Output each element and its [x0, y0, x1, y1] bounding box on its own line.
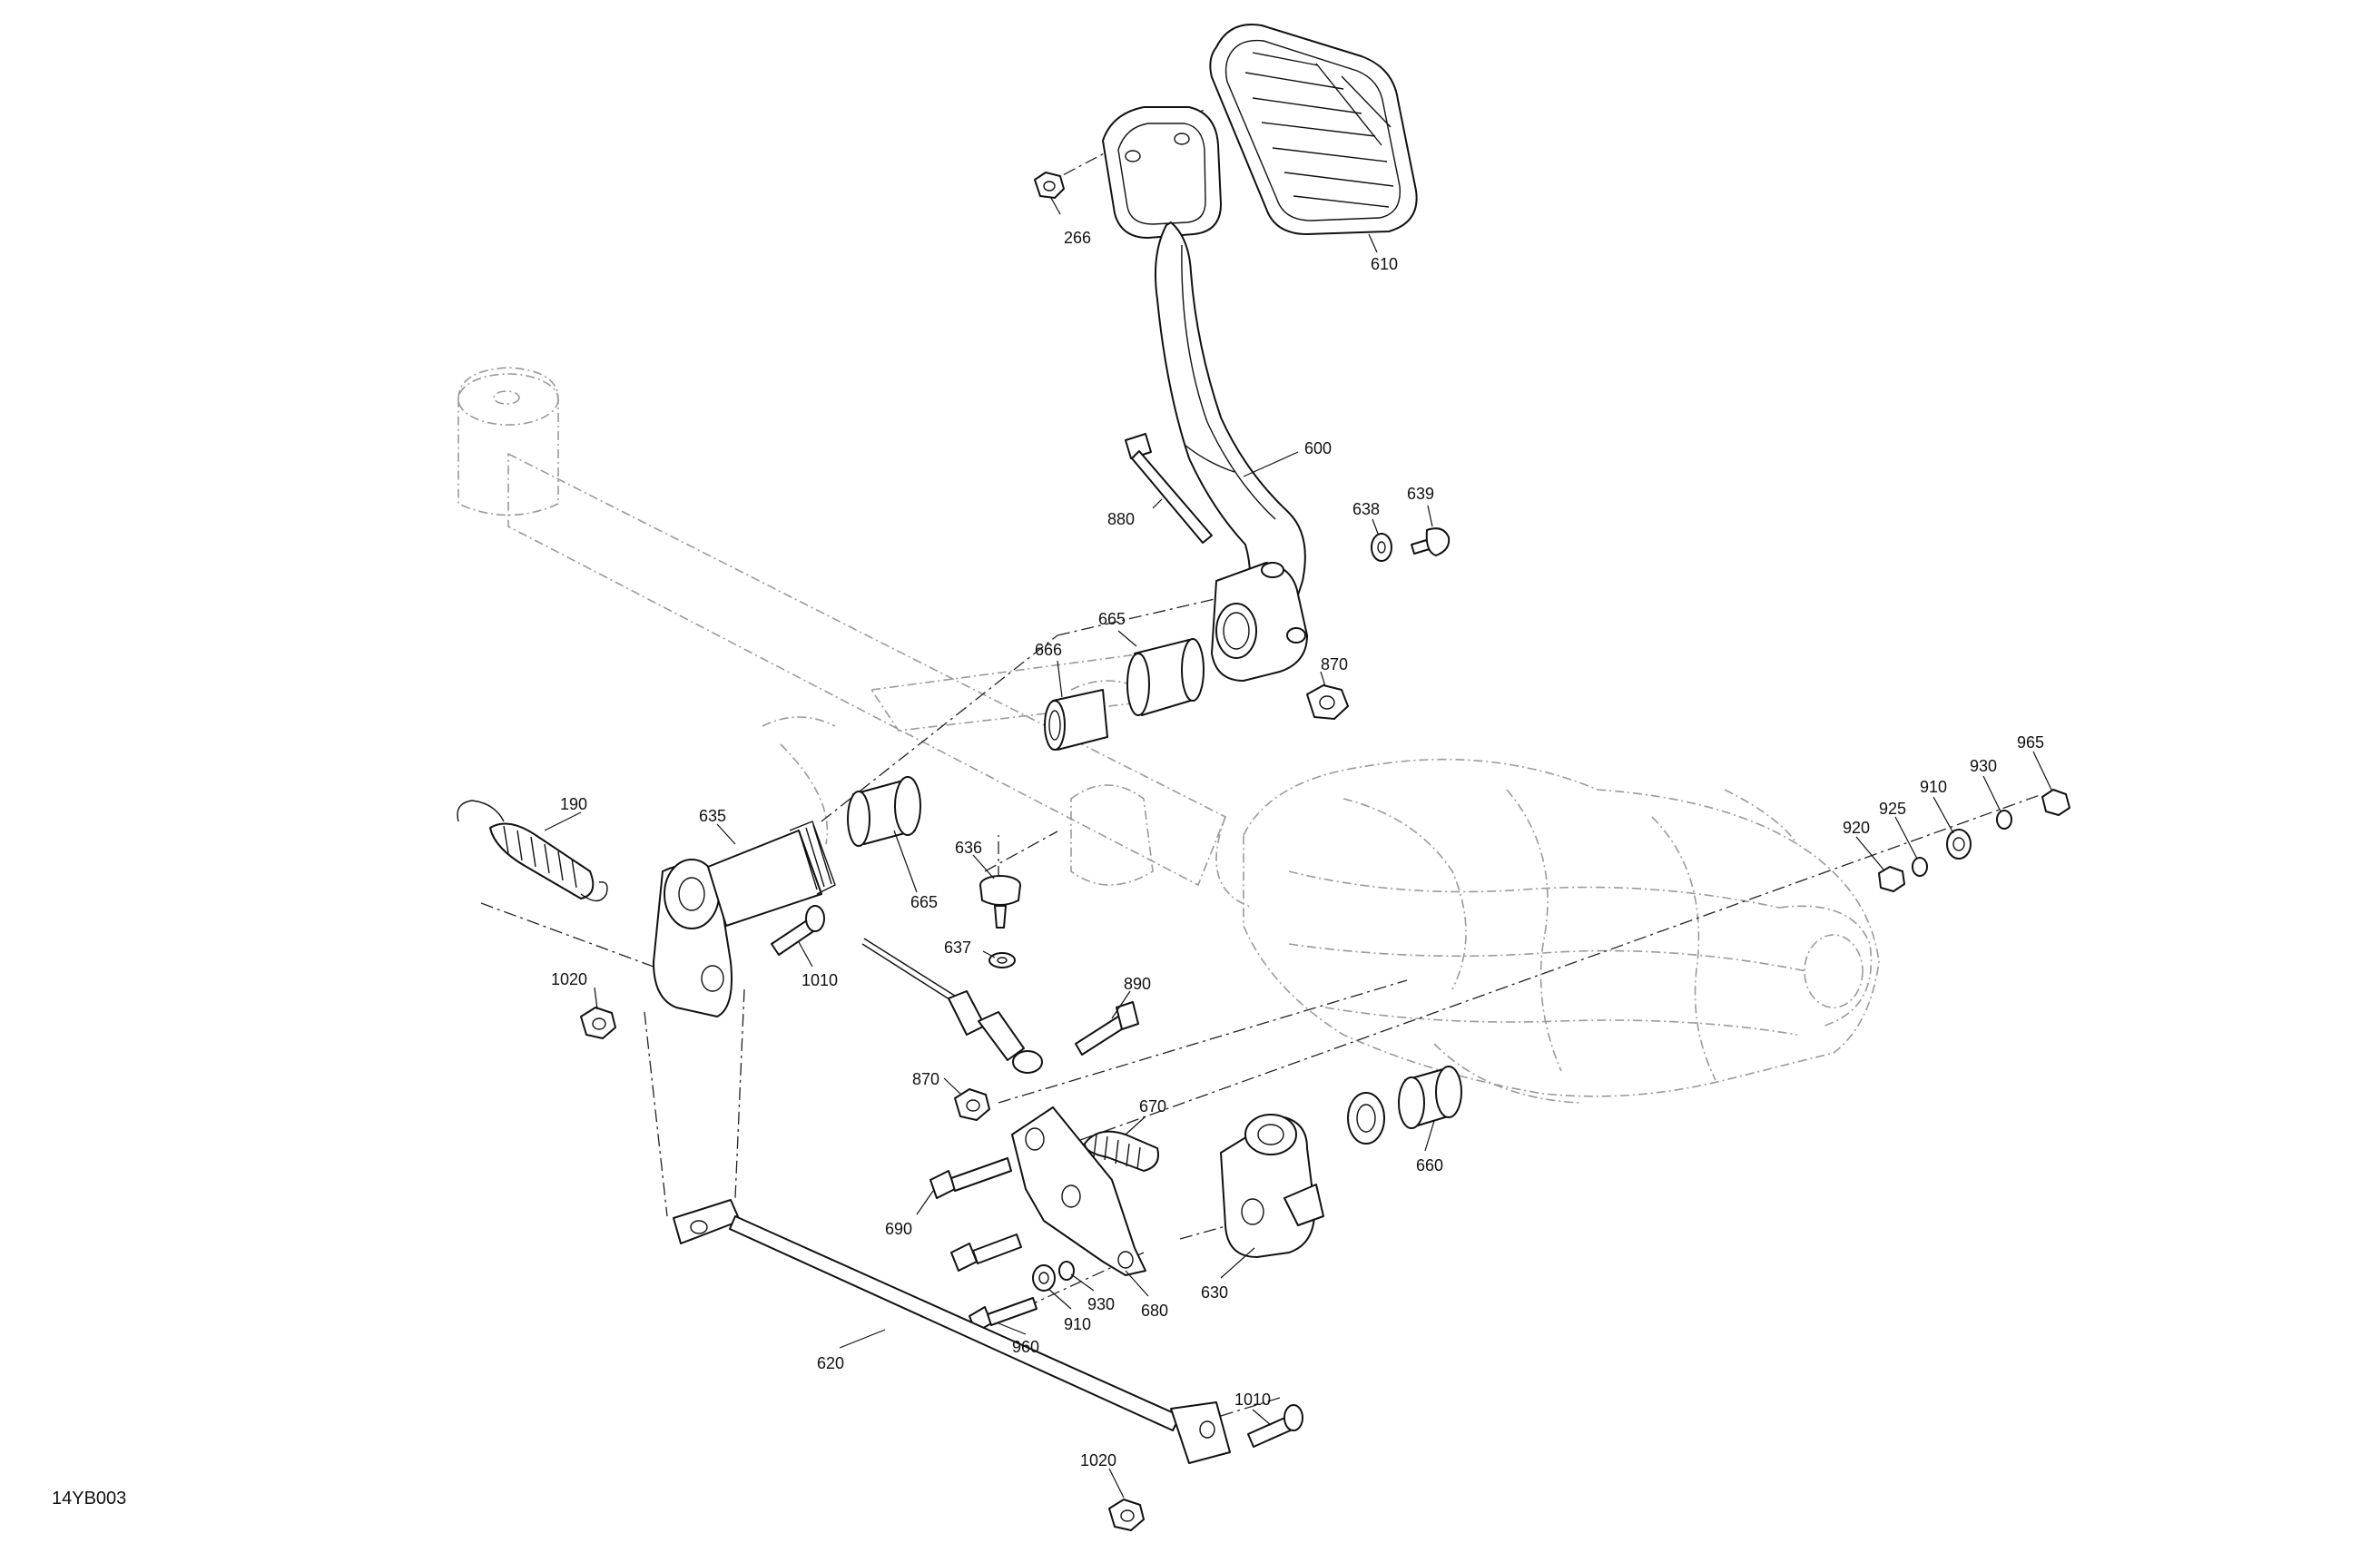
lever-635 — [653, 821, 836, 1017]
washer-638 — [1371, 533, 1392, 562]
nut-1020-upper — [580, 1007, 616, 1039]
callout-637: 637 — [944, 939, 971, 957]
callout-1020-upper: 1020 — [551, 970, 587, 988]
bolt-880 — [1125, 433, 1213, 544]
callout-880: 880 — [1107, 510, 1135, 528]
callout-870-upper: 870 — [1321, 655, 1348, 673]
spring-190 — [457, 800, 608, 902]
pedal-pad — [1209, 24, 1418, 235]
engine-housing-ghost — [1243, 758, 1880, 1104]
callout-266: 266 — [1064, 229, 1091, 247]
clevis-pin-1010-lower — [1247, 1404, 1303, 1448]
rod-620 — [673, 1199, 1231, 1464]
nut-870-upper — [1306, 684, 1349, 720]
callout-638: 638 — [1352, 500, 1380, 518]
callout-920: 920 — [1843, 819, 1870, 837]
callout-660: 660 — [1416, 1156, 1443, 1174]
callout-690: 690 — [885, 1220, 912, 1238]
nut-910-lower — [1032, 1264, 1056, 1292]
callout-670: 670 — [1139, 1097, 1166, 1115]
nut-920 — [1878, 866, 1905, 892]
leader-lines — [544, 197, 2052, 1499]
callout-1020-lower: 1020 — [1080, 1451, 1116, 1469]
stopper-636 — [979, 875, 1021, 929]
callout-600: 600 — [1304, 439, 1332, 457]
callout-665-upper: 665 — [1098, 610, 1126, 628]
callout-610: 610 — [1371, 255, 1398, 273]
nut-266 — [1034, 172, 1065, 199]
callout-960: 960 — [1012, 1338, 1039, 1356]
bolt-690-lower — [950, 1233, 1022, 1272]
callout-labels: 266 610 600 880 638 639 665 666 870 190 … — [551, 229, 2044, 1469]
callout-965: 965 — [2017, 733, 2044, 752]
nut-965 — [2041, 789, 2070, 816]
callout-665-lower: 665 — [910, 893, 938, 911]
nut-870-lower — [954, 1088, 990, 1121]
callout-620: 620 — [817, 1354, 844, 1372]
diagram-code: 14YB003 — [52, 1489, 126, 1509]
bushing-660 — [1347, 1066, 1462, 1145]
callout-636: 636 — [955, 839, 982, 857]
callout-930-right: 930 — [1970, 757, 1997, 775]
callout-910-right: 910 — [1920, 778, 1947, 796]
callout-630: 630 — [1201, 1283, 1228, 1302]
callout-890: 890 — [1124, 975, 1151, 993]
callout-666: 666 — [1035, 641, 1062, 659]
bushing-665-upper — [1126, 638, 1205, 716]
clip-637 — [988, 952, 1016, 968]
callout-930-lower: 930 — [1087, 1295, 1115, 1313]
callout-635: 635 — [699, 807, 726, 825]
washer-930-lower — [1058, 1261, 1075, 1281]
callout-1010-lower: 1010 — [1234, 1391, 1271, 1409]
callout-1010-upper: 1010 — [802, 971, 838, 989]
pedal-arm — [1102, 106, 1308, 682]
callout-190: 190 — [560, 795, 587, 813]
spring-670 — [1084, 1130, 1159, 1172]
bracket-680 — [1011, 1106, 1146, 1276]
callout-910-lower: 910 — [1064, 1315, 1091, 1333]
screw-639 — [1411, 527, 1451, 556]
callout-680: 680 — [1141, 1302, 1168, 1320]
bushing-666 — [1044, 689, 1108, 751]
washer-930-right — [1996, 810, 2012, 830]
callout-870-lower: 870 — [912, 1070, 939, 1088]
callout-639: 639 — [1407, 485, 1434, 503]
lever-630 — [1220, 1114, 1324, 1258]
nut-1020-lower — [1108, 1499, 1145, 1531]
bushing-665-lower — [847, 776, 921, 847]
nut-910-right — [1946, 829, 1972, 860]
bolt-690-upper — [929, 1157, 1012, 1199]
clevis-pin-1010-upper — [771, 905, 825, 956]
callout-925: 925 — [1879, 800, 1906, 818]
washer-925 — [1912, 857, 1928, 877]
bolt-890 — [1075, 1001, 1139, 1056]
brake-cable — [861, 938, 1043, 1074]
